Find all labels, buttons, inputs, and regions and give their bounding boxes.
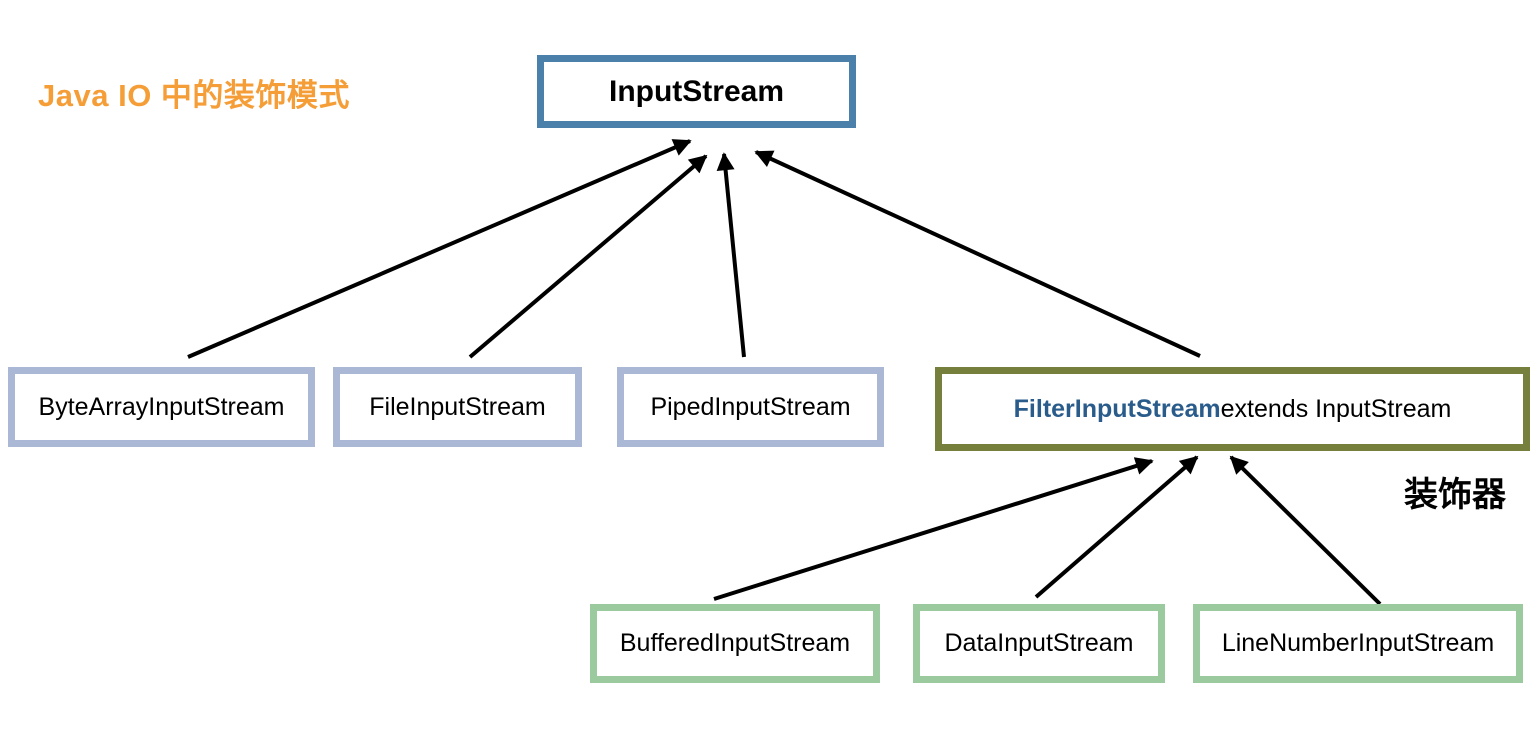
class-label-filterinputstream: FilterInputStream [1013,394,1221,423]
filter-declaration-rest: extends InputStream [1220,394,1452,423]
class-box-linenumberinputstream: LineNumberInputStream [1193,604,1523,683]
class-box-fileinputstream: FileInputStream [333,367,582,447]
arrow-file-to-inputstream [468,154,708,359]
arrow-buffered-to-filter [713,457,1154,601]
class-box-bufferedinputstream: BufferedInputStream [590,604,880,683]
diagram-title: Java IO 中的装饰模式 [38,78,350,113]
arrow-linenumber-to-filter [1229,455,1382,606]
class-label-fileinputstream: FileInputStream [369,392,546,421]
class-label-bufferedinputstream: BufferedInputStream [619,629,851,657]
class-label-inputstream: InputStream [608,74,785,108]
class-label-datainputstream: DataInputStream [944,629,1134,657]
arrow-filter-to-inputstream [754,150,1201,358]
arrow-data-to-filter [1034,455,1199,599]
class-box-pipedinputstream: PipedInputStream [617,367,884,447]
class-label-bytearrayinputstream: ByteArrayInputStream [38,392,285,421]
class-label-pipedinputstream: PipedInputStream [650,392,851,421]
arrow-piped-to-inputstream [716,152,746,358]
class-label-linenumberinputstream: LineNumberInputStream [1221,629,1495,657]
class-box-bytearrayinputstream: ByteArrayInputStream [8,367,315,447]
class-box-datainputstream: DataInputStream [913,604,1165,683]
decorator-annotation: 装饰器 [1404,476,1506,514]
arrow-bytearray-to-inputstream [187,139,692,359]
class-box-inputstream: InputStream [537,55,856,128]
class-box-filterinputstream: FilterInputStream extends InputStream [935,367,1530,451]
